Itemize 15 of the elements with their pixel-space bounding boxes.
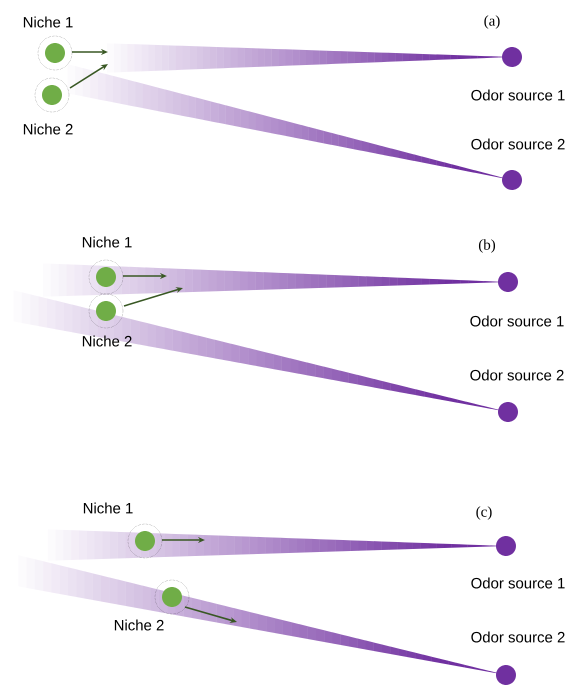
niche-label: Niche 2 [114, 620, 164, 630]
niche-label: Niche 1 [82, 236, 132, 248]
niche-label: Niche 1 [84, 502, 133, 514]
niche-label: Niche 1 [24, 16, 73, 28]
source-label: Odor source 1 [471, 578, 565, 588]
panel-label: (c) [476, 506, 492, 520]
panel-label: (b) [478, 239, 496, 253]
source-label: Odor source 2 [470, 370, 564, 380]
source-label: Odor source 1 [470, 316, 564, 326]
source-label: Odor source 1 [471, 90, 565, 100]
niche-label: Niche 2 [24, 124, 73, 134]
source-label: Odor source 2 [471, 138, 565, 150]
niche-label: Niche 2 [82, 336, 132, 346]
panel-label: (a) [484, 15, 500, 29]
source-label: Odor source 2 [471, 632, 565, 642]
